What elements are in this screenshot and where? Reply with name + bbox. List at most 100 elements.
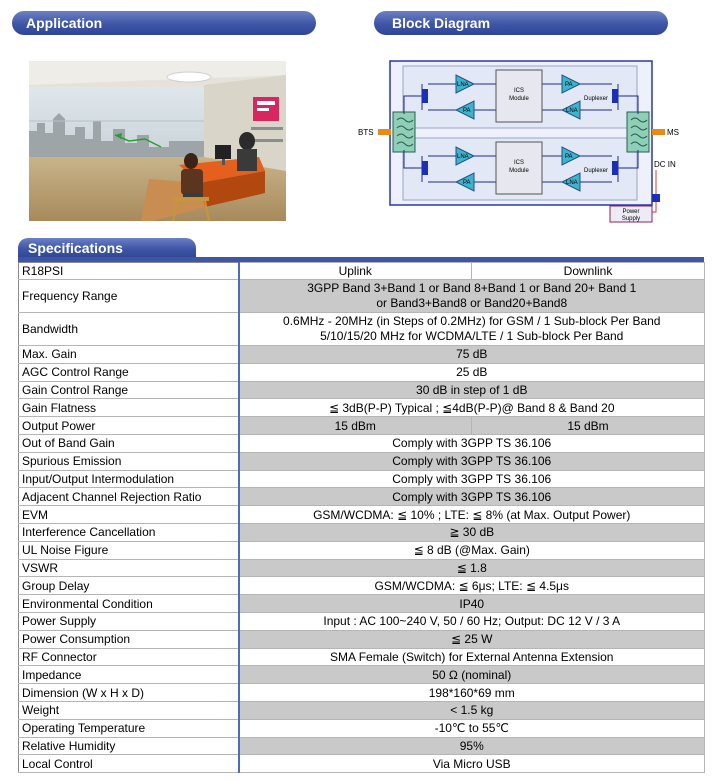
row-value: Comply with 3GPP TS 36.106 bbox=[238, 469, 705, 489]
row-label: Impedance bbox=[18, 665, 240, 685]
row-label: Output Power bbox=[18, 416, 240, 435]
row-value: SMA Female (Switch) for External Antenna… bbox=[238, 647, 705, 667]
downlink-value: 15 dBm bbox=[471, 416, 705, 435]
dc-in-label: DC IN bbox=[654, 160, 676, 169]
bts-port-icon bbox=[378, 129, 391, 135]
ics-label: Module bbox=[509, 96, 529, 102]
row-label: Relative Humidity bbox=[18, 736, 240, 756]
filter-block-icon bbox=[422, 89, 428, 103]
row-value: Input : AC 100~240 V, 50 / 60 Hz; Output… bbox=[238, 611, 705, 631]
row-value: ≧ 30 dB bbox=[238, 522, 705, 542]
row-value: 0.6MHz - 20MHz (in Steps of 0.2MHz) for … bbox=[238, 312, 705, 346]
lna-amplifier-icon bbox=[455, 74, 476, 94]
duplexer-label: Duplexer bbox=[584, 96, 608, 102]
specifications-rule bbox=[18, 257, 704, 262]
table-row: Gain Flatness≦ 3dB(P-P) Typical ; ≦4dB(P… bbox=[18, 398, 705, 418]
lna-amplifier-icon bbox=[560, 172, 581, 192]
power-supply-block bbox=[609, 205, 653, 223]
row-label: UL Noise Figure bbox=[18, 540, 240, 560]
table-row: Operating Temperature-10℃ to 55℃ bbox=[18, 718, 705, 738]
lna-amplifier-icon bbox=[455, 146, 476, 166]
row-value: 50 Ω (nominal) bbox=[238, 665, 705, 685]
pa-amplifier-icon bbox=[454, 172, 475, 192]
model-cell: R18PSI bbox=[18, 262, 240, 280]
pa-label: PA bbox=[565, 154, 573, 160]
lna-amplifier-icon bbox=[560, 100, 581, 120]
ms-port-icon bbox=[652, 129, 665, 135]
filter-block-icon bbox=[612, 161, 618, 175]
row-label: AGC Control Range bbox=[18, 362, 240, 382]
row-label: Gain Flatness bbox=[18, 398, 240, 418]
row-label: VSWR bbox=[18, 558, 240, 578]
table-row: Dimension (W x H x D)198*160*69 mm bbox=[18, 683, 705, 702]
ics-label: Module bbox=[509, 168, 529, 174]
application-header: Application bbox=[12, 11, 316, 35]
lna-label: LNA bbox=[566, 108, 578, 114]
row-label: Environmental Condition bbox=[18, 594, 240, 613]
row-value: -10℃ to 55℃ bbox=[238, 718, 705, 738]
ics-label: ICS bbox=[514, 88, 524, 94]
downlink-header: Downlink bbox=[471, 262, 705, 280]
uplink-value: 15 dBm bbox=[238, 416, 472, 435]
power-supply-label: Supply bbox=[622, 216, 640, 222]
row-value: Comply with 3GPP TS 36.106 bbox=[238, 433, 705, 453]
row-label: Weight bbox=[18, 700, 240, 720]
row-label: Bandwidth bbox=[18, 312, 240, 346]
row-value: IP40 bbox=[238, 594, 705, 613]
row-label: Out of Band Gain bbox=[18, 433, 240, 453]
table-row: VSWR≦ 1.8 bbox=[18, 558, 705, 578]
dc-connector-icon bbox=[652, 194, 660, 202]
row-label: Spurious Emission bbox=[18, 451, 240, 471]
table-row: Interference Cancellation≧ 30 dB bbox=[18, 522, 705, 542]
row-value: Comply with 3GPP TS 36.106 bbox=[238, 487, 705, 507]
row-value: Via Micro USB bbox=[238, 754, 705, 774]
specifications-table: R18PSI Uplink Downlink Frequency Range 3… bbox=[18, 262, 705, 774]
row-value: 198*160*69 mm bbox=[238, 683, 705, 702]
ms-label: MS bbox=[667, 128, 679, 137]
bts-label: BTS bbox=[358, 128, 374, 137]
row-value: < 1.5 kg bbox=[238, 700, 705, 720]
row-label: Operating Temperature bbox=[18, 718, 240, 738]
block-diagram: BTS MS bbox=[356, 54, 688, 230]
row-label: Power Consumption bbox=[18, 629, 240, 649]
application-scene bbox=[29, 61, 286, 221]
duplexer-label: Duplexer bbox=[584, 168, 608, 174]
row-label: RF Connector bbox=[18, 647, 240, 667]
row-label: Power Supply bbox=[18, 611, 240, 631]
row-label: Group Delay bbox=[18, 576, 240, 596]
pa-label: PA bbox=[463, 108, 471, 114]
row-value: ≦ 1.8 bbox=[238, 558, 705, 578]
row-label: Gain Control Range bbox=[18, 380, 240, 400]
table-header-row: R18PSI Uplink Downlink bbox=[18, 262, 705, 280]
table-row: Weight< 1.5 kg bbox=[18, 700, 705, 720]
row-value: ≦ 25 W bbox=[238, 629, 705, 649]
table-row: Frequency Range 3GPP Band 3+Band 1 or Ba… bbox=[18, 279, 705, 313]
row-value: 30 dB in step of 1 dB bbox=[238, 380, 705, 400]
row-label: Interference Cancellation bbox=[18, 522, 240, 542]
filter-block-icon bbox=[612, 89, 618, 103]
lna-label: LNA bbox=[457, 82, 469, 88]
filter-block-icon bbox=[422, 161, 428, 175]
lna-label: LNA bbox=[457, 154, 469, 160]
pa-label: PA bbox=[463, 180, 471, 186]
specifications-header: Specifications bbox=[18, 238, 196, 258]
table-row: Power Consumption≦ 25 W bbox=[18, 629, 705, 649]
row-label: Input/Output Intermodulation bbox=[18, 469, 240, 489]
row-label: Adjacent Channel Rejection Ratio bbox=[18, 487, 240, 507]
row-value: 75 dB bbox=[238, 345, 705, 364]
block-diagram-svg: BTS MS bbox=[358, 60, 679, 223]
row-label: Local Control bbox=[18, 754, 240, 774]
ics-label: ICS bbox=[514, 160, 524, 166]
ics-module-block bbox=[495, 69, 543, 123]
